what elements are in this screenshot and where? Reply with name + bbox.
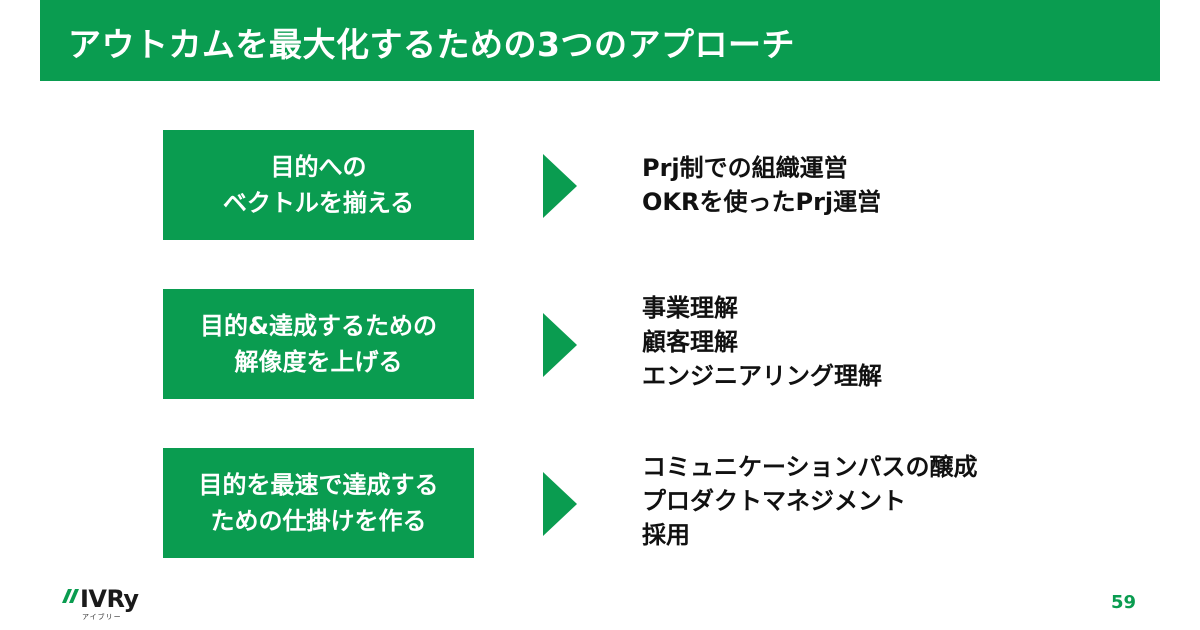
ivry-slash-mark-icon: [62, 589, 79, 603]
triangle-right-arrow-icon: [543, 472, 577, 536]
approach-box-resolution: 目的&達成するための 解像度を上げる: [163, 289, 474, 399]
page-number: 59: [1110, 592, 1136, 613]
logo-wordmark: IVRy: [80, 585, 139, 613]
logo-subtext: アイブリー: [82, 613, 122, 621]
detail-item: Prj制での組織運営: [642, 154, 848, 182]
approach-line: 目的を最速で達成する: [198, 471, 439, 499]
approach-line: ための仕掛けを作る: [210, 507, 427, 535]
approach-row-2: 目的&達成するための 解像度を上げる 事業理解 顧客理解 エンジニアリング理解: [0, 289, 1200, 399]
detail-item: 顧客理解: [642, 328, 738, 356]
slide-title: アウトカムを最大化するための3つのアプローチ: [68, 25, 795, 64]
approach-row-1: 目的への ベクトルを揃える Prj制での組織運営 OKRを使ったPrj運営: [0, 130, 1200, 240]
detail-item: 採用: [642, 521, 690, 549]
ivry-logo: IVRy アイブリー: [58, 585, 148, 625]
title-bar: アウトカムを最大化するための3つのアプローチ: [40, 0, 1160, 81]
triangle-right-arrow-icon: [543, 313, 577, 377]
detail-item: コミュニケーションパスの醸成: [642, 453, 978, 481]
details-list: 事業理解 顧客理解 エンジニアリング理解: [642, 291, 882, 393]
details-list: コミュニケーションパスの醸成 プロダクトマネジメント 採用: [642, 450, 978, 552]
approach-line: 目的への: [270, 153, 367, 181]
approach-line: 目的&達成するための: [200, 312, 437, 340]
approach-line: 解像度を上げる: [234, 348, 403, 376]
detail-item: プロダクトマネジメント: [642, 487, 906, 515]
details-list: Prj制での組織運営 OKRを使ったPrj運営: [642, 151, 881, 219]
approach-box-vector-alignment: 目的への ベクトルを揃える: [163, 130, 474, 240]
detail-item: OKRを使ったPrj運営: [642, 188, 882, 216]
detail-item: エンジニアリング理解: [642, 362, 882, 390]
approach-line: ベクトルを揃える: [222, 189, 415, 217]
approach-row-3: 目的を最速で達成する ための仕掛けを作る コミュニケーションパスの醸成 プロダク…: [0, 448, 1200, 558]
detail-item: 事業理解: [642, 294, 738, 322]
approach-box-mechanisms: 目的を最速で達成する ための仕掛けを作る: [163, 448, 474, 558]
triangle-right-arrow-icon: [543, 154, 577, 218]
